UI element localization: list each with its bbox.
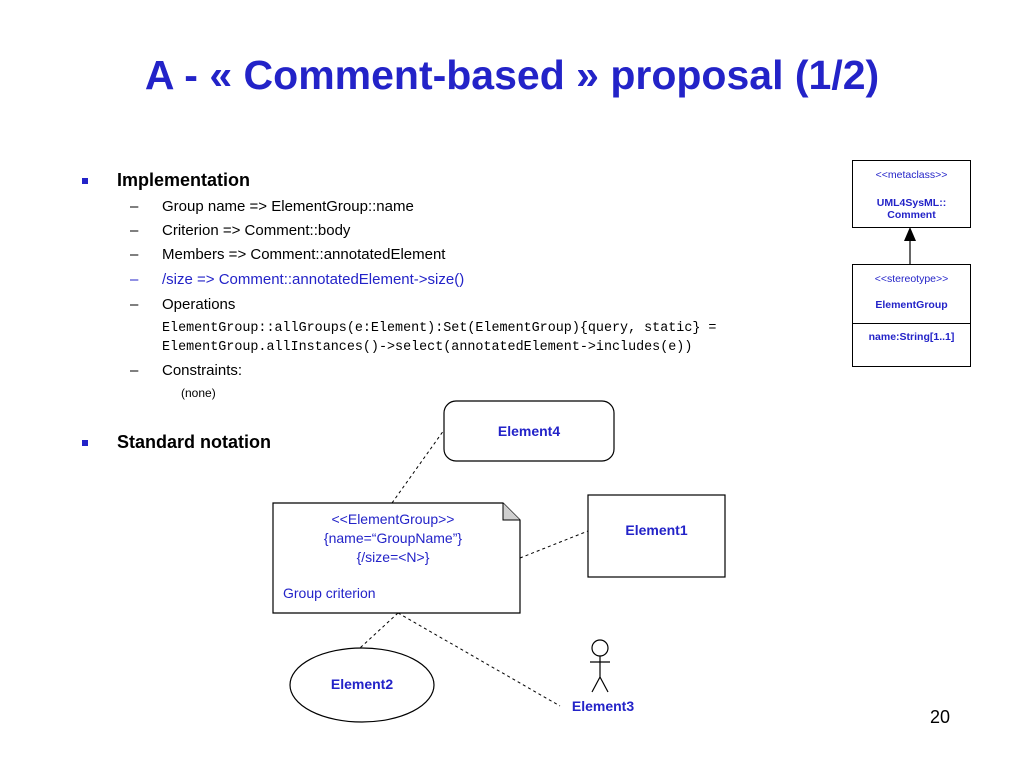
anchor-element2 [359,612,399,649]
list-item: Criterion => Comment::body [162,222,351,239]
metaclass-box: <<metaclass>> UML4SysML:: Comment [852,160,971,228]
anchor-element4 [391,429,445,504]
stereotype-name: ElementGroup [875,299,948,311]
constraints-value: (none) [181,386,216,400]
note-name-tag: {name=“GroupName”} [323,530,463,546]
anchor-element3 [397,612,561,707]
list-item: Group name => ElementGroup::name [162,198,414,215]
anchor-element1 [519,530,589,559]
element3-label: Element3 [571,698,635,714]
compartment-divider [853,323,970,324]
page-number: 20 [930,707,951,727]
metaclass-name-line1: UML4SysML:: [876,197,947,209]
actor-icon [590,639,610,693]
standard-notation-heading: Standard notation [117,432,271,452]
element4-label: Element4 [497,423,561,439]
note-stereotype: <<ElementGroup>> [331,511,455,527]
element2-label: Element2 [330,676,394,692]
stereotype-stereotype: <<stereotype>> [874,273,949,285]
stereotype-attribute: name:String[1..1] [868,331,955,343]
bullet-square-icon [82,440,88,446]
dash-icon: – [130,222,139,239]
list-item: /size => Comment::annotatedElement->size… [162,271,465,288]
note-size-tag: {/size=<N>} [356,549,430,565]
list-item: Operations [162,296,236,313]
element1-label: Element1 [625,522,688,538]
list-item: Members => Comment::annotatedElement [162,246,446,263]
dash-icon: – [130,246,139,263]
list-item: Constraints: [162,362,243,379]
implementation-heading: Implementation [117,170,251,190]
dash-icon: – [130,362,139,379]
slide-title: A - « Comment-based » proposal (1/2) [144,52,880,98]
code-line: ElementGroup.allInstances()->select(anno… [162,340,693,355]
generalization-arrowhead-icon [904,227,916,241]
code-line: ElementGroup::allGroups(e:Element):Set(E… [162,321,717,336]
dash-icon: – [130,296,139,313]
metaclass-name-line2: Comment [887,209,936,221]
bullet-square-icon [82,178,88,184]
note-criterion: Group criterion [283,585,376,601]
dash-icon: – [130,198,139,215]
dash-icon: – [130,271,139,288]
stereotype-box: <<stereotype>> ElementGroup name:String[… [852,264,971,367]
metaclass-stereotype: <<metaclass>> [875,169,948,181]
